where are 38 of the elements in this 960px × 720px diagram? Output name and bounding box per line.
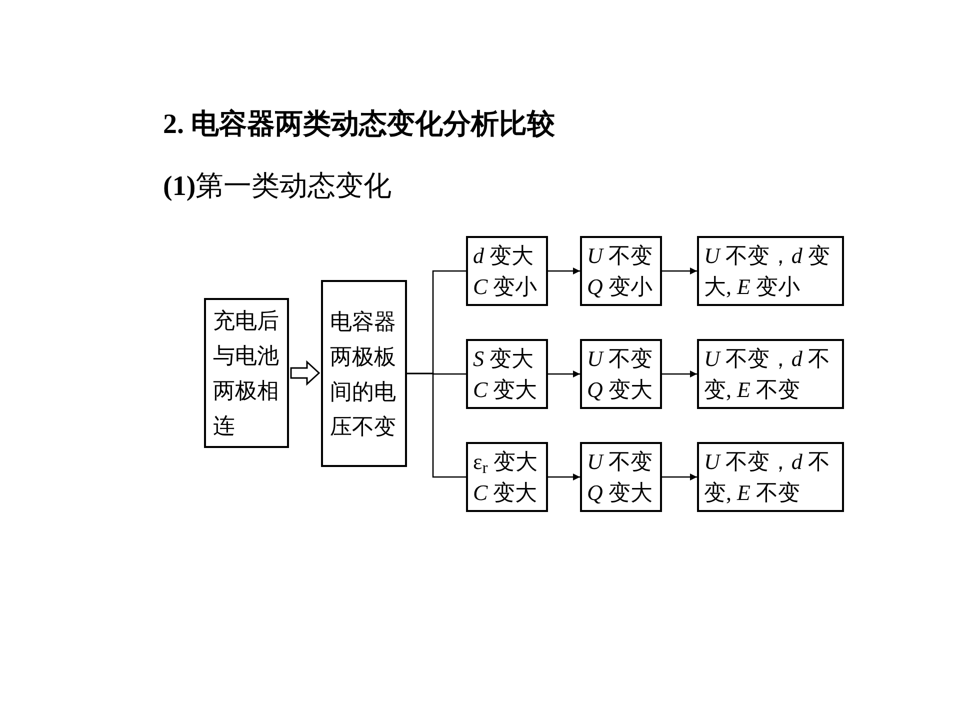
box-text: U 不变，d 不变, E 不变 (704, 345, 831, 404)
process-box (204, 298, 289, 448)
process-box (580, 442, 662, 512)
process-box (466, 236, 548, 306)
box-text: U 不变 (587, 242, 654, 270)
arrow (548, 268, 580, 274)
box-text: Q 变大 (587, 376, 654, 404)
box-text: C 变大 (473, 479, 538, 507)
box-text: d 变大 (473, 242, 534, 270)
block-arrow (290, 360, 320, 386)
box-text: Q 变大 (587, 479, 654, 507)
box-text: U 不变 (587, 345, 654, 373)
box-text: Q 变小 (587, 273, 654, 301)
process-box (580, 236, 662, 306)
title: 2. 电容器两类动态变化分析比较 (163, 108, 555, 142)
arrow (548, 370, 580, 378)
arrow (662, 268, 697, 274)
subtitle: (1)第一类动态变化 (163, 170, 392, 204)
box-text: 充电后与电池两极相连 (213, 307, 280, 440)
process-box (697, 442, 844, 512)
box-text: U 不变 (587, 448, 654, 476)
process-box (321, 280, 407, 467)
process-box (466, 339, 548, 409)
box-text: U 不变，d 变大, E 变小 (704, 242, 831, 301)
connector-line (407, 372, 466, 478)
process-box (697, 339, 844, 409)
arrow (662, 370, 697, 378)
arrow (662, 474, 697, 480)
process-box (697, 236, 844, 306)
box-text: C 变小 (473, 273, 538, 301)
box-text: C 变大 (473, 376, 538, 404)
box-text: S 变大 (473, 345, 534, 373)
process-box (580, 339, 662, 409)
box-text: U 不变，d 不变, E 不变 (704, 448, 831, 507)
box-text: ε$_{r}$ 变大 (473, 448, 538, 477)
box-text: 电容器两极板间的电压不变 (330, 308, 397, 440)
arrow (548, 474, 580, 480)
process-box (466, 442, 548, 512)
